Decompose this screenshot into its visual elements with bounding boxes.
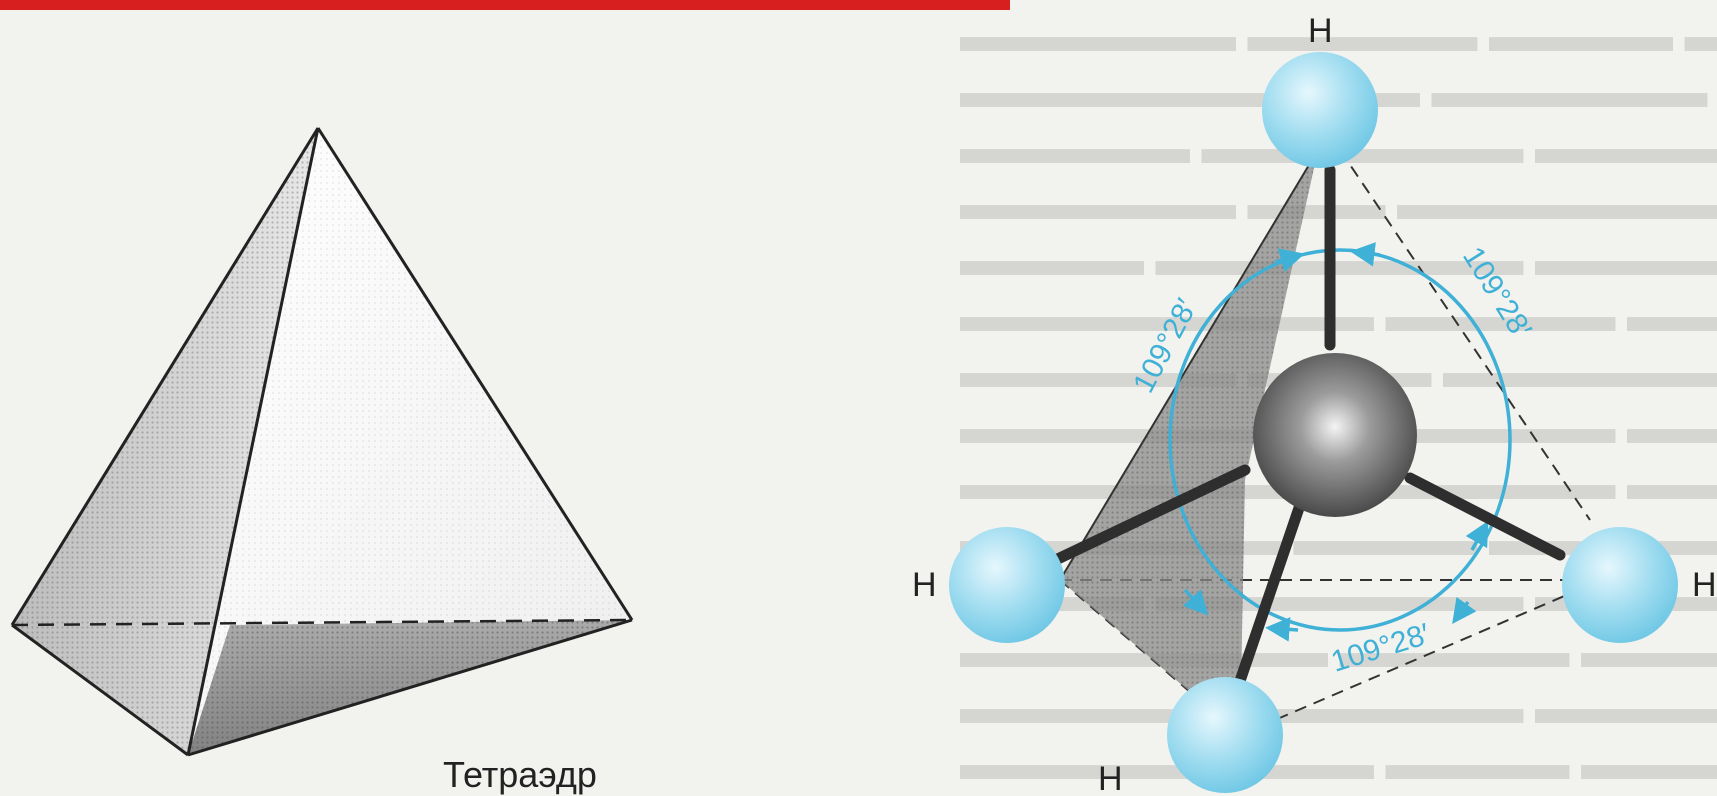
angle-arrow — [1350, 242, 1381, 267]
methane-model: H H H H 109°28′ 109°28′ 109°28′ — [912, 12, 1717, 796]
methane-plane-edge — [1059, 149, 1319, 581]
tetrahedron — [10, 127, 634, 757]
tetrahedron-edge — [10, 127, 320, 626]
atom-label-top: H — [1308, 12, 1333, 50]
tetrahedron-edge — [11, 623, 189, 757]
methane-shaded-plane-texture — [1060, 150, 1318, 735]
tetrahedron-caption: Тетраэдр — [443, 754, 597, 795]
angle-label-bottom: 109°28′ — [1327, 617, 1434, 678]
angle-arrow — [1265, 617, 1299, 642]
hydrogen-atom-top — [1262, 52, 1378, 168]
tetrahedron-edge — [316, 127, 634, 621]
tetrahedron-left-face-texture — [12, 128, 318, 755]
atom-label-bottom: H — [1098, 760, 1123, 796]
angle-arrow — [1182, 588, 1209, 616]
angle-label-right: 109°28′ — [1456, 241, 1538, 344]
tetrahedron-edge — [187, 618, 633, 757]
red-highlight-bar — [0, 0, 1010, 10]
atom-label-left: H — [912, 566, 937, 604]
hydrogen-atom-left — [949, 527, 1065, 643]
angle-arrow — [1274, 248, 1305, 273]
atom-label-right: H — [1692, 566, 1717, 604]
bonds — [1039, 164, 1566, 731]
tetrahedron-right-face-texture — [188, 128, 632, 755]
angle-circle — [1168, 248, 1512, 632]
carbon-atom — [1253, 353, 1417, 517]
angle-arrow — [1465, 520, 1489, 551]
angle-arrow — [1452, 596, 1477, 624]
hydrogen-atom-right — [1562, 527, 1678, 643]
tetrahedron-edge — [186, 127, 320, 756]
hydrogen-atom-bottom — [1167, 677, 1283, 793]
